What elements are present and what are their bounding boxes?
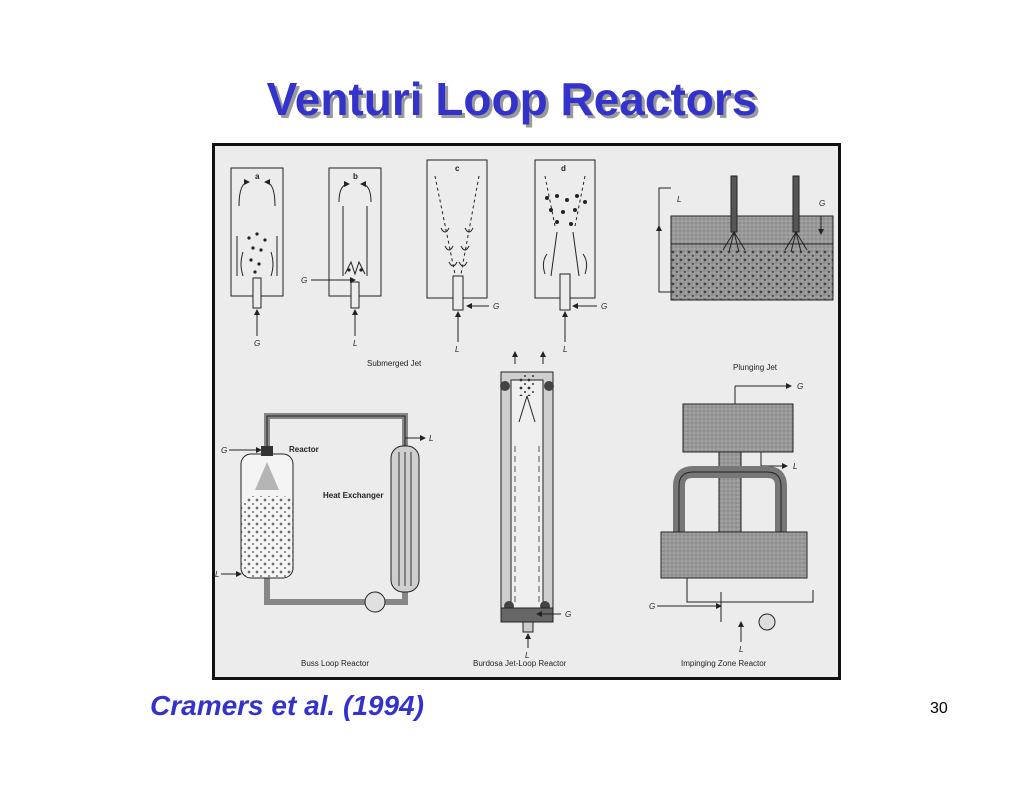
citation: Cramers et al. (1994) bbox=[150, 690, 424, 721]
liquid-label-burdosa: L bbox=[525, 651, 529, 660]
submerged-jet-panel-d: d G L bbox=[534, 159, 607, 354]
gas-label-impinging-top: G bbox=[797, 382, 803, 391]
heat-exchanger-label: Heat Exchanger bbox=[323, 491, 383, 500]
liquid-label-buss-out: L bbox=[429, 434, 433, 443]
liquid-label-d: L bbox=[563, 345, 567, 354]
caption-impinging: Impinging Zone Reactor bbox=[681, 659, 767, 668]
gas-label-c: G bbox=[493, 302, 499, 311]
submerged-jet-panel-b: b G L bbox=[301, 167, 382, 348]
caption-burdosa: Burdosa Jet-Loop Reactor bbox=[473, 659, 567, 668]
liquid-label-impinging-top: L bbox=[793, 462, 797, 471]
panel-letter-b: b bbox=[353, 172, 358, 181]
caption-plunging-jet: Plunging Jet bbox=[733, 363, 778, 372]
gas-label-buss: G bbox=[221, 446, 227, 455]
gas-label-impinging-bottom: G bbox=[649, 602, 655, 611]
panel-letter-d: d bbox=[561, 164, 566, 173]
liquid-label-buss-in: L bbox=[215, 570, 219, 579]
plunging-jet-diagram: L G bbox=[656, 175, 834, 301]
liquid-label-b: L bbox=[353, 339, 357, 348]
gas-label-a: G bbox=[254, 339, 260, 348]
caption-buss-loop: Buss Loop Reactor bbox=[301, 659, 369, 668]
panel-letter-c: c bbox=[455, 164, 460, 173]
submerged-jet-panel-a: a G bbox=[230, 167, 284, 348]
buss-loop-reactor-diagram: G Reactor L Heat Exchanger L bbox=[215, 413, 433, 613]
reactor-diagram-figure: a G b G L c G bbox=[212, 143, 841, 680]
gas-label-plunging: G bbox=[819, 199, 825, 208]
page-number: 30 bbox=[930, 700, 948, 717]
gas-label-d: G bbox=[601, 302, 607, 311]
gas-label-burdosa: G bbox=[565, 610, 571, 619]
liquid-label-plunging: L bbox=[677, 195, 681, 204]
burdosa-jet-loop-reactor-diagram: G L bbox=[500, 351, 571, 660]
liquid-label-impinging-bottom: L bbox=[739, 645, 743, 654]
submerged-jet-panel-c: c G L bbox=[426, 159, 499, 354]
gas-label-b: G bbox=[301, 276, 307, 285]
liquid-label-c: L bbox=[455, 345, 459, 354]
slide-title: Venturi Loop Reactors bbox=[266, 73, 758, 125]
reactor-diagram-svg: a G b G L c G bbox=[215, 159, 834, 668]
caption-submerged-jet: Submerged Jet bbox=[367, 359, 422, 368]
impinging-zone-reactor-diagram: G L G L bbox=[649, 382, 814, 654]
panel-letter-a: a bbox=[255, 172, 260, 181]
reactor-label: Reactor bbox=[289, 445, 319, 454]
